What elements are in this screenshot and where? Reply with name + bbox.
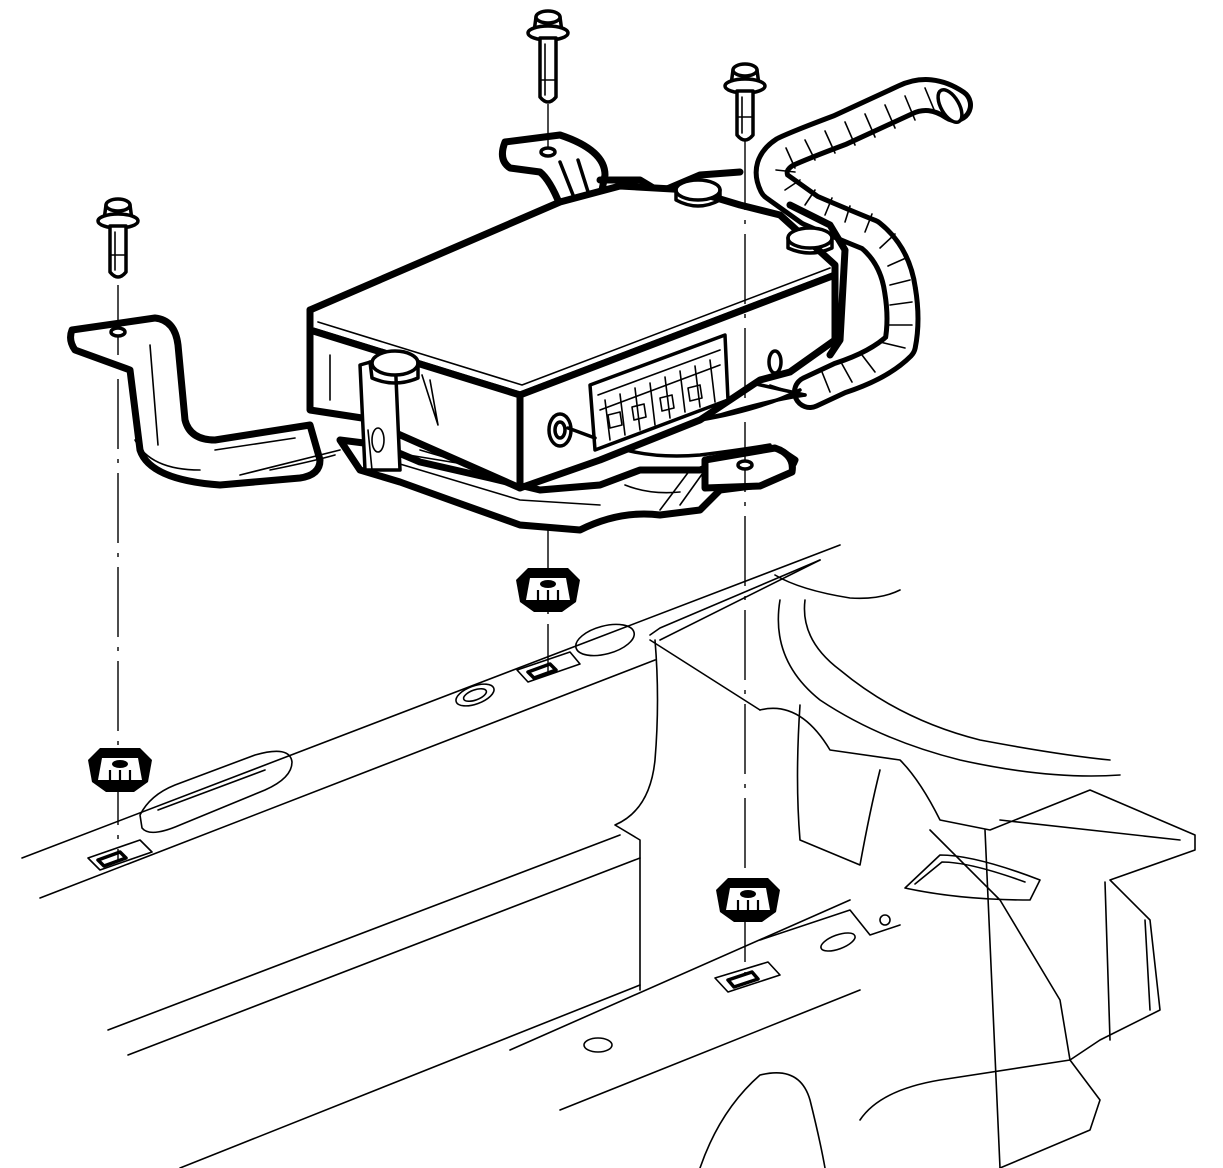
mounting-bracket bbox=[67, 131, 849, 534]
nut-right bbox=[716, 878, 780, 922]
nut-center bbox=[516, 568, 580, 612]
bolt-center bbox=[526, 9, 570, 104]
control-module bbox=[306, 178, 839, 492]
nut-left bbox=[88, 748, 152, 792]
bracket-hole-left bbox=[109, 326, 127, 338]
bracket-hole-right bbox=[736, 459, 754, 471]
bolt-right bbox=[723, 62, 767, 142]
bracket-hole-center bbox=[539, 146, 557, 158]
floor-panel bbox=[21, 544, 1196, 1168]
bolt-left bbox=[96, 197, 140, 279]
